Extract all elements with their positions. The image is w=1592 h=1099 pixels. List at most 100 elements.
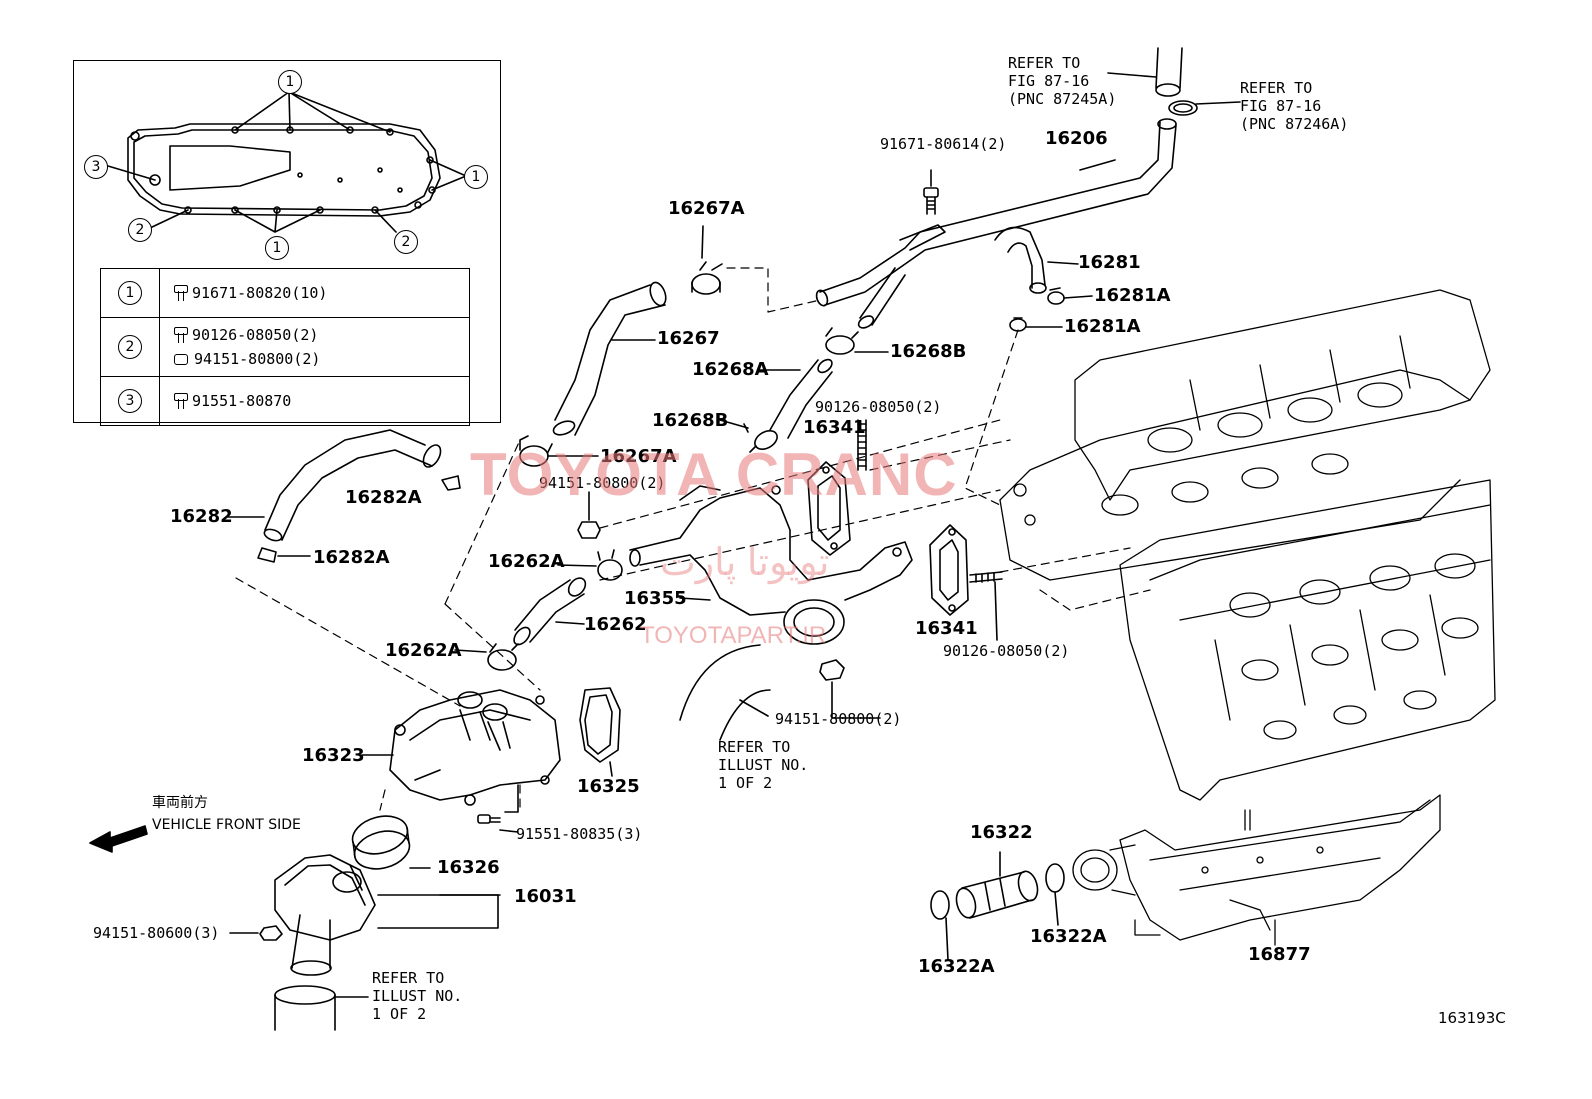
hose-16281 — [994, 226, 1079, 294]
dashed-guides — [235, 267, 1151, 811]
stud-90126-top — [857, 419, 867, 471]
pipe-16206 — [815, 118, 1177, 329]
gasket-16341-b — [929, 524, 969, 616]
label-90126-bottom: 90126-08050(2) — [943, 642, 1070, 660]
label-16355: 16355 — [624, 588, 687, 609]
label-16262A-b: 16262A — [385, 640, 462, 661]
gasket-16341-a — [807, 461, 851, 556]
refer-note-87246: REFER TO FIG 87-16 (PNC 87246A) — [1240, 79, 1349, 133]
label-16268B-top: 16268B — [890, 341, 967, 362]
nut-94151-low — [819, 659, 881, 719]
refer-pipe-ends — [1107, 47, 1241, 116]
label-16322A-b: 16322A — [918, 956, 995, 977]
hose-16267 — [552, 281, 667, 436]
cylinder-head-lower — [1119, 479, 1496, 801]
legend-part: 90126-08050(2) — [192, 326, 319, 344]
legend-row: 3 91551-80870 — [100, 376, 470, 426]
clamp-16262A-b — [454, 643, 519, 671]
figure-id: 163193C — [1438, 1009, 1506, 1027]
refer-note-illust-bottom: REFER TO ILLUST NO. 1 OF 2 — [372, 969, 463, 1023]
label-16206: 16206 — [1045, 128, 1108, 149]
legend-callout-3: 3 — [118, 389, 142, 413]
bolt-icon — [174, 393, 188, 409]
gasket-illustration — [107, 91, 467, 233]
front-label-jp: 車両前方 — [152, 795, 208, 811]
label-16281: 16281 — [1078, 252, 1141, 273]
label-16341-a: 16341 — [803, 417, 866, 438]
callout-1-right: 1 — [464, 165, 488, 189]
label-16877: 16877 — [1248, 944, 1311, 965]
nut-94151-80600 — [229, 925, 283, 941]
watermark-persian: تویوتا پارت — [660, 542, 830, 584]
legend-row: 2 90126-08050(2) 94151-80800(2) — [100, 317, 470, 377]
ring-16326 — [351, 815, 431, 870]
callout-2-right: 2 — [394, 230, 418, 254]
thermostat-16031 — [274, 854, 501, 976]
label-16341-b: 16341 — [915, 618, 978, 639]
label-91671-80614: 91671-80614(2) — [880, 135, 1007, 153]
callout-3: 3 — [84, 155, 108, 179]
label-16326: 16326 — [437, 857, 500, 878]
label-16267A-top: 16267A — [668, 198, 745, 219]
label-16262A-a: 16262A — [488, 551, 565, 572]
legend-row: 1 91671-80820(10) — [100, 268, 470, 318]
bypass-16877 — [1072, 794, 1441, 946]
label-94151-mid: 94151-80800(2) — [539, 474, 666, 492]
label-16325: 16325 — [577, 776, 640, 797]
label-91551: 91551-80835(3) — [516, 825, 643, 843]
label-16262: 16262 — [584, 614, 647, 635]
housing-16323 — [361, 689, 561, 806]
hose-16262 — [513, 577, 587, 646]
bolt-icon — [174, 285, 188, 301]
label-16282A-a: 16282A — [345, 487, 422, 508]
label-16281A-a: 16281A — [1094, 285, 1171, 306]
bolt-91551 — [477, 784, 519, 833]
pipe-16322 — [930, 851, 1065, 961]
legend-callout-2: 2 — [118, 335, 142, 359]
label-16267A-mid: 16267A — [600, 446, 677, 467]
nut-94151-mid — [577, 491, 601, 539]
legend-part: 91551-80870 — [192, 392, 292, 410]
front-label-en: VEHICLE FRONT SIDE — [152, 817, 301, 833]
label-94151-low: 94151-80800(2) — [775, 710, 902, 728]
label-94151-80600: 94151-80600(3) — [93, 924, 220, 942]
label-16282: 16282 — [170, 506, 233, 527]
clamp-16262A-a — [557, 549, 623, 581]
cylinder-head-upper — [999, 289, 1491, 581]
legend-part: 94151-80800(2) — [194, 350, 321, 368]
label-16282A-b: 16282A — [313, 547, 390, 568]
callout-1-bottom: 1 — [265, 236, 289, 260]
callout-2-left: 2 — [128, 218, 152, 242]
bolt-91671-80614 — [923, 169, 939, 215]
label-16031: 16031 — [514, 886, 577, 907]
legend-part: 91671-80820(10) — [192, 284, 328, 302]
refer-note-illust-mid: REFER TO ILLUST NO. 1 OF 2 — [718, 738, 809, 792]
hose-16268A — [719, 327, 889, 453]
watermark-site: TOYOTAPART.IR — [640, 622, 827, 649]
refer-pipe-bottom — [274, 985, 369, 1031]
refer-note-87245: REFER TO FIG 87-16 (PNC 87245A) — [1008, 54, 1117, 108]
label-16323: 16323 — [302, 745, 365, 766]
stud-90126-bottom — [969, 571, 1003, 641]
water-outlet-16355 — [629, 485, 913, 645]
clamp-16267A-mid — [519, 435, 599, 467]
legend-callout-1: 1 — [118, 281, 142, 305]
hose-16282 — [227, 429, 461, 563]
clamp-16267A-top — [691, 225, 723, 295]
stud-icon — [174, 327, 188, 343]
gasket-16325 — [579, 687, 621, 777]
refer-hose-mid — [679, 644, 771, 741]
label-16322A-a: 16322A — [1030, 926, 1107, 947]
watermark-main: TOYOTA CRANC — [470, 441, 958, 508]
nut-icon — [174, 353, 188, 365]
label-16281A-b: 16281A — [1064, 316, 1141, 337]
label-16268A: 16268A — [692, 359, 769, 380]
vehicle-front-arrow — [89, 825, 148, 853]
label-16322: 16322 — [970, 822, 1033, 843]
label-16267: 16267 — [657, 328, 720, 349]
callout-1-top: 1 — [278, 70, 302, 94]
label-16268B: 16268B — [652, 410, 729, 431]
label-90126-top: 90126-08050(2) — [815, 398, 942, 416]
fastener-legend-table: 1 91671-80820(10) 2 90126-08050(2) 94151… — [100, 268, 470, 426]
